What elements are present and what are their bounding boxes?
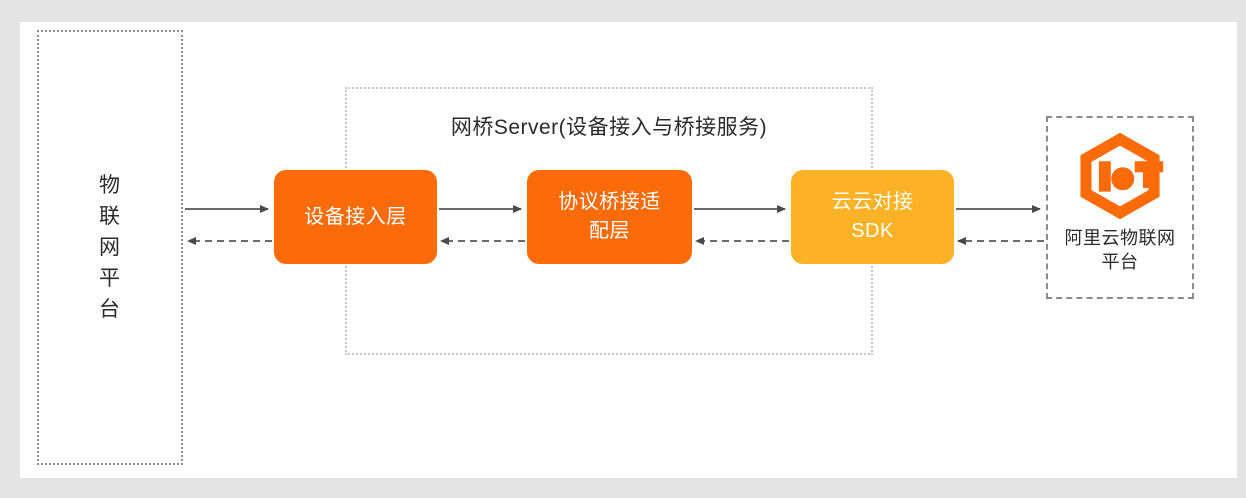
cloud-to-cloud-sdk-box[interactable]: 云云对接 SDK xyxy=(791,170,954,264)
alibaba-cloud-iot-platform-box: 阿里云物联网 平台 xyxy=(1046,116,1194,299)
left-iot-platform-label: 物 联 网 平 台 xyxy=(99,174,121,321)
alibaba-cloud-iot-logo-icon xyxy=(1080,132,1164,220)
alibaba-cloud-iot-platform-label: 阿里云物联网 平台 xyxy=(1064,228,1176,272)
device-access-layer-box[interactable]: 设备接入层 xyxy=(274,170,437,264)
left-iot-platform-box: 物 联 网 平 台 xyxy=(37,30,183,465)
bridge-server-title: 网桥Server(设备接入与桥接服务) xyxy=(450,116,768,139)
protocol-bridge-adaptation-layer-box[interactable]: 协议桥接适 配层 xyxy=(527,170,692,264)
cloud-to-cloud-sdk-label: 云云对接 SDK xyxy=(831,191,914,242)
protocol-bridge-adaptation-layer-label: 协议桥接适 配层 xyxy=(558,191,661,242)
diagram-canvas: 物 联 网 平 台 网桥Server(设备接入与桥接服务) 设备接入层 协议桥接… xyxy=(20,22,1237,478)
device-access-layer-label: 设备接入层 xyxy=(304,205,407,228)
